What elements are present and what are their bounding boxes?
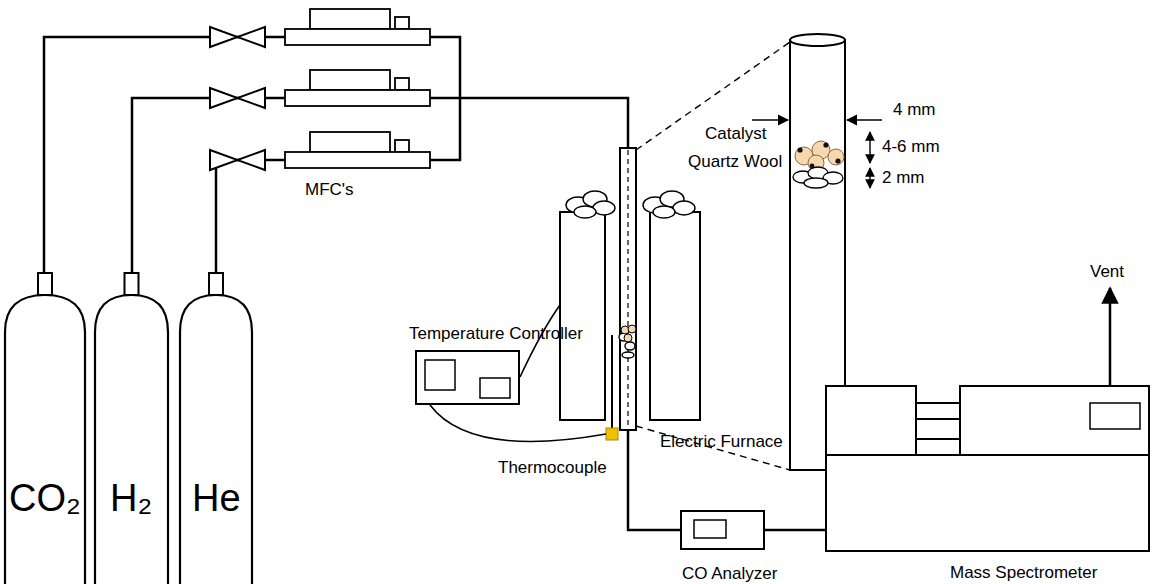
thermocouple-label: Thermocouple: [498, 458, 607, 478]
gas-cylinder: H₂: [93, 272, 170, 584]
gas-cylinder: He: [178, 272, 254, 584]
gas-cylinder-outline: [93, 272, 170, 584]
gas-line: [765, 529, 825, 532]
dimension-label: 4 mm: [893, 100, 936, 120]
mass-spectrometer-outline: [825, 385, 1150, 552]
quartz-wool-label: Quartz Wool: [688, 152, 782, 172]
node-label: He: [192, 477, 241, 521]
node-label: Temperature Controller: [409, 324, 583, 344]
dimension-label: 2 mm: [882, 168, 925, 188]
gas-cylinder: CO₂: [3, 272, 87, 584]
node-label: H₂: [110, 477, 152, 521]
node-label: CO Analyzer: [682, 564, 777, 584]
co-analyzer: CO Analyzer: [680, 510, 765, 550]
temperature-controller: Temperature Controller: [415, 350, 520, 405]
mass-spectrometer: Mass Spectrometer: [825, 385, 1150, 552]
node-label: CO₂: [9, 477, 81, 521]
gas-cylinder-outline: [3, 272, 87, 584]
mfc-label: MFC's: [305, 180, 354, 200]
dimension-label: 4-6 mm: [882, 137, 940, 157]
furnace-label: Electric Furnace: [660, 432, 783, 452]
catalyst-label: Catalyst: [705, 124, 766, 144]
vent-label: Vent: [1090, 262, 1124, 282]
temperature-controller-outline: [415, 350, 520, 405]
node-label: Mass Spectrometer: [950, 563, 1097, 583]
gas-cylinder-outline: [178, 272, 254, 584]
co-analyzer-outline: [680, 510, 765, 550]
